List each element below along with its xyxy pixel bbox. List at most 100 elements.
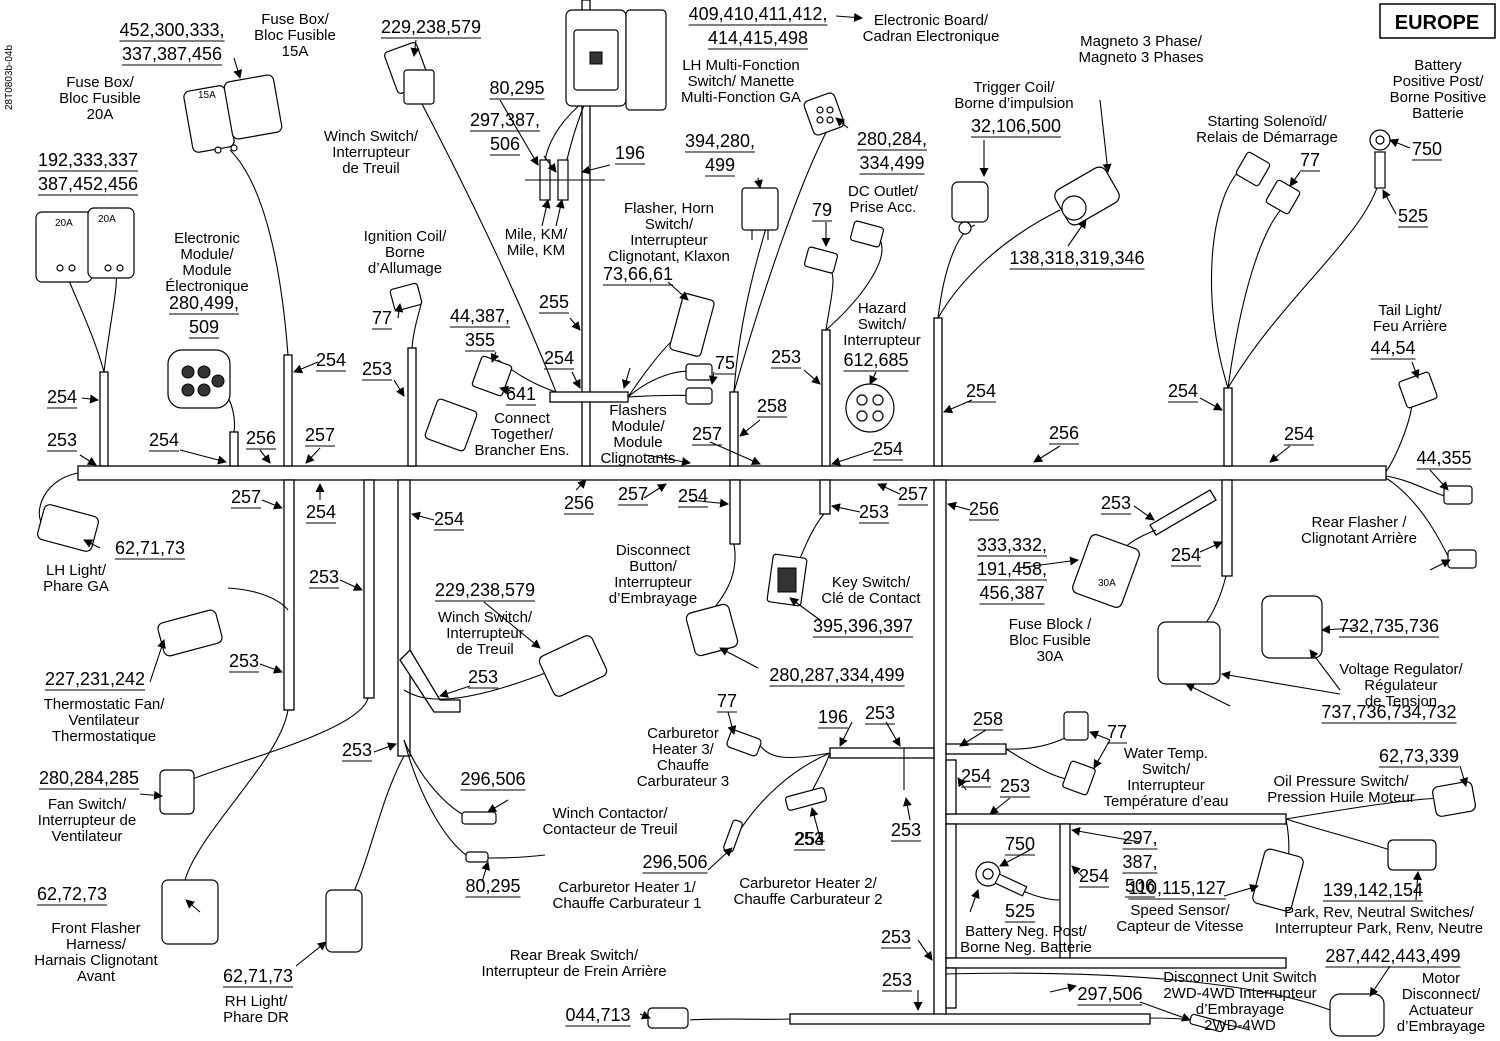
parts-front-flasher: 62,72,73	[37, 884, 107, 904]
parts-magneto: 138,318,319,346	[1009, 248, 1144, 268]
oil-pressure-icon	[1432, 781, 1476, 817]
winch-switch-mid-icon	[538, 635, 608, 697]
carb-heater-1-icon	[723, 819, 743, 853]
loose-label: 196	[818, 707, 848, 727]
loose-label: 254	[544, 348, 574, 368]
drawing-code: 28T0803b-04b	[4, 45, 15, 110]
svg-text:20A: 20A	[55, 218, 73, 229]
fan-switch-icon	[159, 769, 195, 815]
speed-sensor-icon	[1252, 848, 1304, 912]
voltage-regulator-icon	[1157, 595, 1323, 685]
label-winch-contactor: Winch Contactor/Contacteur de Treuil	[542, 805, 677, 838]
parts-motor-disconnect: 287,442,443,499	[1325, 946, 1460, 966]
loose-label: 254	[873, 439, 903, 459]
loose-label: 641	[506, 384, 536, 404]
hazard-switch-icon	[845, 383, 895, 433]
leader-arrows	[79, 12, 1469, 1022]
parts-dc-outlet: 79	[812, 200, 832, 220]
loose-label: 257	[231, 487, 261, 507]
loose-label: 254	[47, 387, 77, 407]
key-switch-icon	[766, 553, 808, 607]
trigger-coil-icon	[951, 181, 989, 235]
loose-label: 253	[891, 820, 921, 840]
loose-label: 256	[564, 493, 594, 513]
starting-solenoid-icon	[1235, 151, 1301, 215]
parts-tail-light: 44,54	[1370, 338, 1415, 358]
label-lh-light: LH Light/Phare GA	[43, 562, 109, 595]
parts-mile-km: 80,295	[489, 78, 544, 98]
parts-flasher-horn: 73,66,61	[603, 264, 673, 284]
parts-water-temp: 77	[1107, 722, 1127, 742]
loose-label: 257	[305, 425, 335, 445]
loose-label: 254	[316, 350, 346, 370]
loose-label: 255	[539, 292, 569, 312]
parts-speed-sensor: 110,115,127	[1128, 878, 1225, 898]
rear-break-switch-icon	[647, 1007, 689, 1029]
svg-text:20A: 20A	[98, 214, 116, 225]
battery-neg-icon	[975, 861, 1028, 897]
parts-fuse-block-30a: 333,332,191,458,456,387	[977, 535, 1047, 603]
park-rev-neutral-icon	[1387, 839, 1437, 871]
parts-carb-heater-2: 253	[794, 829, 824, 849]
battery-positive-icon	[1369, 129, 1391, 189]
parts-flashers-module: 75	[715, 353, 735, 373]
lh-light-icon	[37, 504, 99, 552]
loose-label: 254	[678, 486, 708, 506]
loose-label: 253	[47, 430, 77, 450]
parts-carb-heater-1: 296,506	[642, 852, 707, 872]
parts-key-switch: 395,396,397	[813, 616, 913, 636]
svg-text:30A: 30A	[1098, 578, 1116, 589]
label-speed-sensor: Speed Sensor/Capteur de Vitesse	[1116, 902, 1243, 935]
motor-disconnect-icon	[1329, 993, 1385, 1037]
loose-label: 253	[468, 667, 498, 687]
loose-label: 196	[615, 143, 645, 163]
label-carb-heater-1: Carburetor Heater 1/Chauffe Carburateur …	[553, 879, 702, 912]
ignition-coil-icon	[389, 282, 423, 312]
loose-label: 254	[1284, 424, 1314, 444]
parts-fan-switch: 280,284,285	[39, 768, 139, 788]
loose-label: 254	[149, 430, 179, 450]
loose-label: 254	[795, 829, 825, 849]
loose-label: 394,280,499	[685, 131, 755, 175]
loose-label: 253	[1000, 776, 1030, 796]
loose-label: 257	[898, 484, 928, 504]
loose-label: 253	[882, 970, 912, 990]
label-battery-neg: Battery Neg. Post/Borne Neg. Batterie	[960, 923, 1092, 956]
label-electronic-board: Electronic Board/Cadran Electronique	[863, 12, 1000, 45]
loose-label: 253	[342, 740, 372, 760]
carb-heater-2-icon	[784, 787, 828, 811]
loose-label: 254	[1168, 381, 1198, 401]
winch-contactor-icon	[461, 811, 497, 863]
loose-label: 253	[1101, 493, 1131, 513]
svg-text:15A: 15A	[198, 90, 216, 101]
region-badge: EUROPE	[1395, 12, 1479, 34]
region-badge-frame	[1379, 3, 1496, 39]
parts-oil-pressure: 62,73,339	[1379, 746, 1459, 766]
label-rear-flasher: Rear Flasher /Clignotant Arrière	[1301, 514, 1417, 547]
connect-together-icon	[424, 355, 513, 452]
mile-km-icon	[525, 159, 605, 201]
fuse-block-30a-icon: 30A	[1072, 534, 1140, 608]
loose-label: 257	[618, 484, 648, 504]
loose-label: 258	[757, 396, 787, 416]
loose-label: 253	[859, 502, 889, 522]
flasher-horn-icon	[669, 293, 715, 357]
label-carb-heater-2: Carburetor Heater 2/Chauffe Carburateur …	[734, 875, 883, 908]
parts-disconnect-button: 280,287,334,499	[769, 665, 904, 685]
